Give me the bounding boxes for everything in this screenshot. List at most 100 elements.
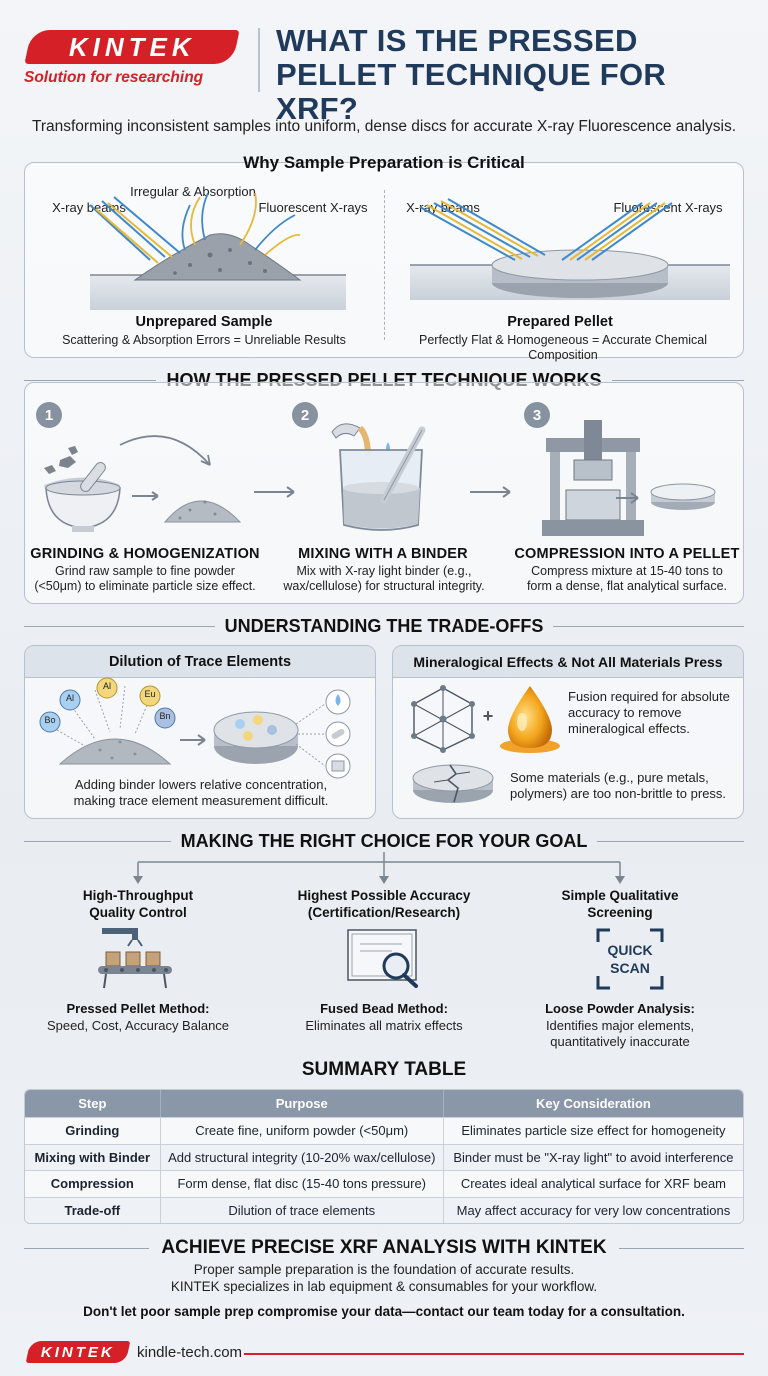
unprepared-caption: Scattering & Absorption Errors = Unrelia… <box>62 333 346 347</box>
dilution-title: Dilution of Trace Elements <box>25 646 375 678</box>
option-2-desc1: Eliminates all matrix effects <box>305 1018 463 1033</box>
page-subtitle: Transforming inconsistent samples into u… <box>31 118 737 135</box>
cell: Trade-off <box>25 1197 161 1224</box>
materials-line1: Some materials (e.g., pure metals, <box>510 770 709 785</box>
fusion-line2: accuracy to remove <box>568 705 682 720</box>
choice-connector <box>133 852 625 884</box>
step-2-number: 2 <box>292 402 318 428</box>
option-3-title2: Screening <box>587 905 653 920</box>
cell: Add structural integrity (10-20% wax/cel… <box>161 1144 444 1171</box>
cell: May affect accuracy for very low concent… <box>456 1203 731 1219</box>
option-1-method: Pressed Pellet Method: <box>66 1001 210 1016</box>
option-1-title2: Quality Control <box>89 905 187 920</box>
prepared-pellet-illustration <box>410 198 730 300</box>
table-row: Trade-off Dilution of trace elements May… <box>25 1196 743 1224</box>
tradeoffs-heading: UNDERSTANDING THE TRADE-OFFS <box>24 616 744 637</box>
header-divider <box>258 28 260 92</box>
cta-line1: Proper sample preparation is the foundat… <box>193 1262 575 1277</box>
beaker-binder-icon <box>331 423 426 531</box>
cell: Compression <box>25 1171 161 1197</box>
dilution-line1: Adding binder lowers relative concentrat… <box>74 777 328 792</box>
el-4: Bo <box>44 715 56 725</box>
mortar-pestle-icon <box>44 435 242 532</box>
choice-heading-text: MAKING THE RIGHT CHOICE FOR YOUR GOAL <box>180 831 588 851</box>
dilution-line2: making trace element measurement difficu… <box>73 793 329 808</box>
prepared-title: Prepared Pellet <box>507 314 613 330</box>
option-2-method: Fused Bead Method: <box>320 1001 448 1016</box>
step-1-title: GRINDING & HOMOGENIZATION <box>30 546 260 562</box>
right-fluor-label: Fluorescent X-rays <box>613 200 723 215</box>
plus-sign: + <box>482 706 494 726</box>
cell: Dilution of trace elements <box>161 1197 444 1224</box>
cta-title-text: ACHIEVE PRECISE XRF ANALYSIS WITH KINTEK <box>161 1237 607 1258</box>
unprepared-sample-illustration <box>89 192 346 310</box>
fusion-line3: mineralogical effects. <box>568 721 690 736</box>
mineral-title: Mineralogical Effects & Not All Material… <box>393 646 743 678</box>
cta-contact[interactable]: Don't let poor sample prep compromise yo… <box>83 1304 685 1319</box>
cracked-pellet-icon <box>412 764 494 803</box>
col-step: Step <box>25 1090 161 1117</box>
col-consideration: Key Consideration <box>536 1096 651 1111</box>
cell: Binder must be "X-ray light" to avoid in… <box>453 1149 734 1165</box>
why-divider <box>384 190 385 340</box>
el-2: Al <box>102 681 111 691</box>
step-1-line2: (<50μm) to eliminate particle size effec… <box>34 579 256 593</box>
table-row: Compression Form dense, flat disc (15-40… <box>25 1170 743 1197</box>
prepared-caption: Perfectly Flat & Homogeneous = Accurate … <box>419 333 707 362</box>
quick-scan-text1: QUICK <box>607 942 653 958</box>
scan-frame-icon <box>596 928 664 990</box>
hydraulic-press-icon <box>542 420 716 536</box>
arrow-1-icon <box>254 486 295 498</box>
cell: Form dense, flat disc (15-40 tons pressu… <box>161 1171 444 1197</box>
option-1-title1: High-Throughput <box>82 888 194 903</box>
option-3-desc2: quantitatively inaccurate <box>550 1034 690 1049</box>
crystal-lattice-icon <box>411 685 475 753</box>
cell: Creates ideal analytical surface for XRF… <box>460 1176 727 1192</box>
left-fluor-label: Fluorescent X-rays <box>258 200 368 215</box>
logo-text: KINTEK <box>68 31 196 62</box>
quick-scan-icon: QUICK SCAN <box>596 928 664 990</box>
footer-logo[interactable]: KINTEK <box>25 1341 131 1363</box>
option-3-desc1: Identifies major elements, <box>545 1018 695 1033</box>
summary-table: Step Purpose Key Consideration Grinding … <box>24 1089 744 1225</box>
step-3-number: 3 <box>524 402 550 428</box>
header: KINTEK Solution for researching WHAT IS … <box>0 0 768 126</box>
option-2-title2: (Certification/Research) <box>307 905 461 920</box>
table-header: Step Purpose Key Consideration <box>25 1090 743 1117</box>
step-2-title: MIXING WITH A BINDER <box>298 546 468 562</box>
molten-bead-icon <box>500 686 560 753</box>
choice-heading: MAKING THE RIGHT CHOICE FOR YOUR GOAL <box>24 831 744 852</box>
step-3-line2: form a dense, flat analytical surface. <box>526 579 728 593</box>
footer-logo-text: KINTEK <box>41 1343 115 1361</box>
footer-url-link[interactable]: kindle-tech.com <box>137 1344 243 1361</box>
why-heading: Why Sample Preparation is Critical <box>243 153 525 172</box>
materials-line2: polymers) are too non-brittle to press. <box>510 786 727 801</box>
table-row: Mixing with Binder Add structural integr… <box>25 1143 743 1171</box>
conveyor-belt-icon <box>98 928 172 989</box>
el-1: Al <box>65 693 74 703</box>
unprepared-title: Unprepared Sample <box>135 314 273 330</box>
step-1-number: 1 <box>36 402 62 428</box>
table-row: Grinding Create fine, uniform powder (<5… <box>25 1117 743 1144</box>
summary-heading: SUMMARY TABLE <box>301 1059 467 1080</box>
el-3: Eu <box>144 689 156 699</box>
cta-line2: KINTEK specializes in lab equipment & co… <box>170 1279 598 1294</box>
option-2-title1: Highest Possible Accuracy <box>297 888 471 903</box>
el-5: Bn <box>159 711 171 721</box>
logo-tagline: Solution for researching <box>24 69 204 86</box>
cell: Grinding <box>25 1118 161 1144</box>
col-purpose: Purpose <box>161 1090 444 1117</box>
tradeoffs-heading-text: UNDERSTANDING THE TRADE-OFFS <box>224 616 544 636</box>
certificate-magnifier-icon <box>347 929 418 988</box>
step-3-line1: Compress mixture at 15-40 tons to <box>531 564 723 578</box>
option-1-desc1: Speed, Cost, Accuracy Balance <box>46 1018 230 1033</box>
cell: Eliminates particle size effect for homo… <box>461 1123 726 1139</box>
kintek-logo[interactable]: KINTEK <box>24 30 240 64</box>
step-3-title: COMPRESSION INTO A PELLET <box>514 546 740 562</box>
arrow-2-icon <box>470 486 511 498</box>
option-3-title1: Simple Qualitative <box>561 888 679 903</box>
step-2-line2: wax/cellulose) for structural integrity. <box>283 579 485 593</box>
footer-line <box>244 1353 744 1355</box>
step-2-line1: Mix with X-ray light binder (e.g., <box>296 564 472 578</box>
cell: Create fine, uniform powder (<50μm) <box>161 1118 444 1144</box>
